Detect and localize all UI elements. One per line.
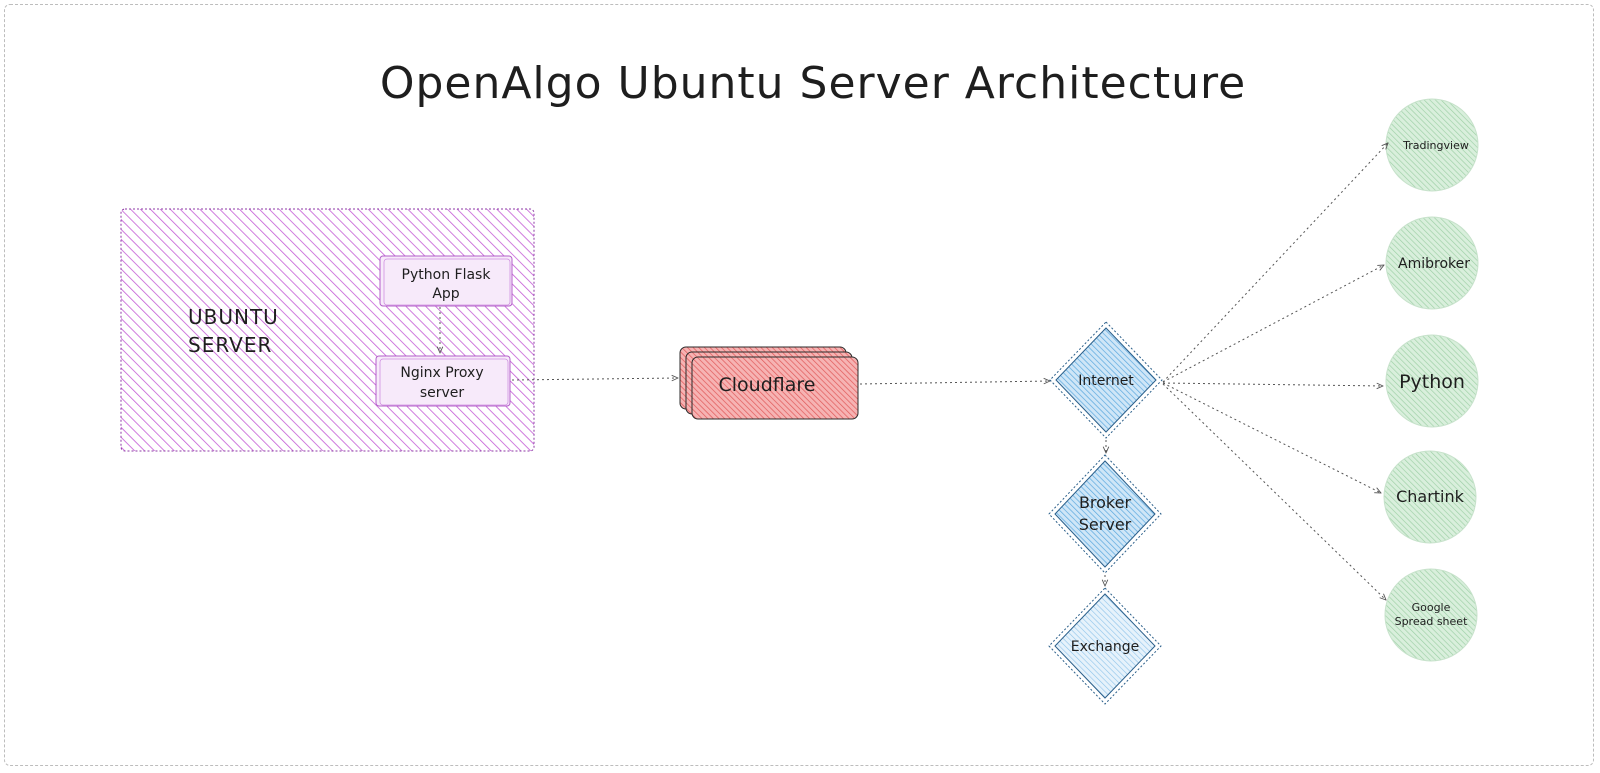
nginx-proxy-node: Nginx Proxy server <box>375 355 511 407</box>
chartink-label: Chartink <box>1396 487 1465 506</box>
python-label: Python <box>1399 371 1465 393</box>
cloudflare-node: Cloudflare <box>679 346 859 420</box>
amibroker-label: Amibroker <box>1398 256 1470 272</box>
ubuntu-label-line2: SERVER <box>188 333 272 357</box>
internet-node: Internet <box>1049 321 1163 439</box>
broker-label-line2: Server <box>1079 515 1132 534</box>
google-label-line2: Spread sheet <box>1395 615 1468 628</box>
exchange-diamond <box>1054 593 1156 699</box>
exchange-node: Exchange <box>1048 587 1162 705</box>
broker-server-diamond <box>1054 460 1156 568</box>
flask-app-label-line2: App <box>432 286 459 302</box>
nginx-proxy-box <box>375 355 511 407</box>
client-python: Python <box>1385 334 1479 428</box>
edge-nginx-to-cloudflare <box>511 378 678 380</box>
flask-app-label-line1: Python Flask <box>402 267 492 283</box>
client-chartink: Chartink <box>1383 450 1477 544</box>
edge-internet-to-google-spreadsheet <box>1162 383 1386 600</box>
diagram-title: OpenAlgo Ubuntu Server Architecture <box>380 58 1246 109</box>
canvas-frame <box>4 4 1594 766</box>
tradingview-label: Tradingview <box>1402 139 1469 152</box>
edge-internet-to-amibroker <box>1162 265 1384 383</box>
flask-app-box <box>379 255 513 307</box>
python-circle <box>1385 334 1479 428</box>
client-google-spreadsheet: Google Spread sheet <box>1384 568 1478 662</box>
edge-cloudflare-to-internet <box>859 381 1050 385</box>
internet-label: Internet <box>1078 373 1134 389</box>
client-amibroker: Amibroker <box>1385 216 1479 310</box>
cloudflare-label: Cloudflare <box>719 374 816 396</box>
nginx-proxy-label-line1: Nginx Proxy <box>400 365 483 381</box>
client-tradingview: Tradingview <box>1385 98 1479 192</box>
ubuntu-server-container: UBUNTU SERVER Python Flask App Nginx Pro… <box>120 208 535 452</box>
ubuntu-label-line1: UBUNTU <box>188 305 279 329</box>
edge-internet-to-chartink <box>1162 382 1381 493</box>
chartink-circle <box>1383 450 1477 544</box>
edge-internet-to-python <box>1162 382 1383 386</box>
edge-internet-to-tradingview <box>1162 143 1388 383</box>
broker-label-line1: Broker <box>1079 493 1132 512</box>
google-spreadsheet-circle <box>1384 568 1478 662</box>
cloudflare-box <box>691 356 859 420</box>
google-label-line1: Google <box>1412 601 1451 614</box>
amibroker-circle <box>1385 216 1479 310</box>
ubuntu-server-box <box>120 208 535 452</box>
nginx-proxy-label-line2: server <box>420 385 465 401</box>
exchange-label: Exchange <box>1071 639 1139 655</box>
broker-server-node: Broker Server <box>1048 454 1162 574</box>
flask-app-node: Python Flask App <box>379 255 513 307</box>
internet-diamond <box>1055 327 1157 433</box>
